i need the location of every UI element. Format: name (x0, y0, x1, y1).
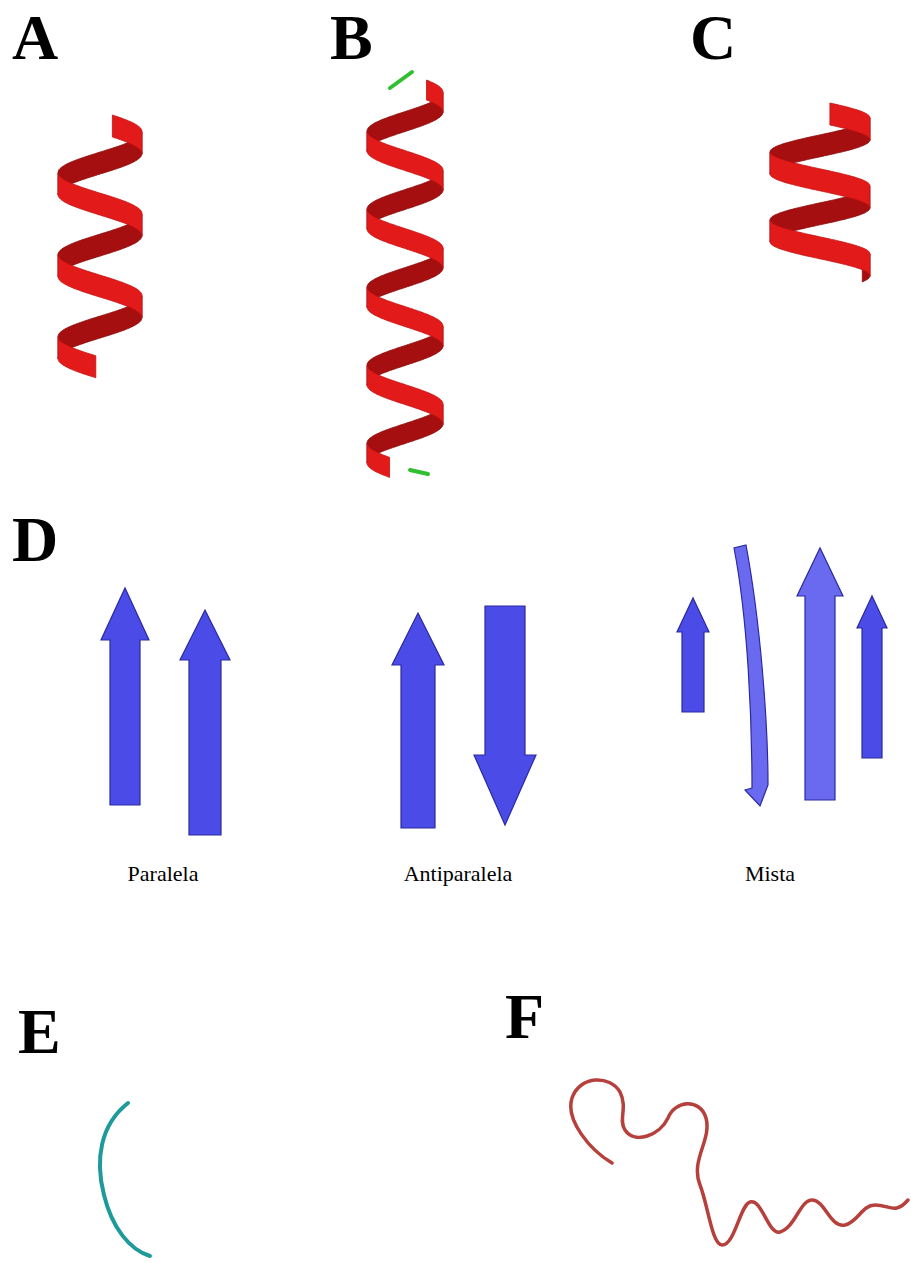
beta-strand-arrow (180, 610, 230, 835)
helix-ribbon (58, 337, 96, 378)
panel-caption: Antiparalela (404, 862, 513, 886)
helix-ribbon (367, 366, 443, 425)
helix-ribbon (770, 220, 870, 276)
panel-letter: A (12, 6, 58, 70)
helix-ribbon (427, 80, 444, 112)
random-coil (571, 1080, 908, 1245)
beta-strands (101, 545, 887, 835)
helix-terminus (390, 72, 412, 88)
helix-ribbon (367, 287, 443, 346)
helix-ribbon (367, 132, 443, 191)
helix-terminus (410, 470, 428, 474)
panel-letter: E (18, 1000, 61, 1064)
beta-strand-arrow (857, 596, 887, 758)
alpha-helices (58, 80, 870, 477)
helix-ribbon (58, 255, 142, 318)
helix-ribbon (367, 209, 443, 268)
panel-letter: F (505, 985, 544, 1049)
beta-strand-arrow (474, 606, 536, 825)
helix-ribbon (367, 443, 390, 477)
helix-ribbon (830, 103, 870, 140)
panel-caption: Mista (745, 862, 795, 886)
beta-strand-arrow (734, 545, 768, 806)
beta-strand-arrow (392, 613, 444, 828)
panel-letter: C (690, 6, 736, 70)
beta-strand-arrow (797, 548, 843, 800)
panel-letter: B (330, 6, 373, 70)
panel-caption: Paralela (128, 862, 199, 886)
panel-letter: D (12, 508, 58, 572)
turn-coil (100, 1103, 150, 1256)
helix-ribbon (112, 115, 142, 154)
helix-ribbon (58, 173, 142, 236)
beta-strand-arrow (677, 598, 709, 712)
beta-strand-arrow (101, 588, 149, 805)
helix-ribbon (770, 152, 870, 208)
